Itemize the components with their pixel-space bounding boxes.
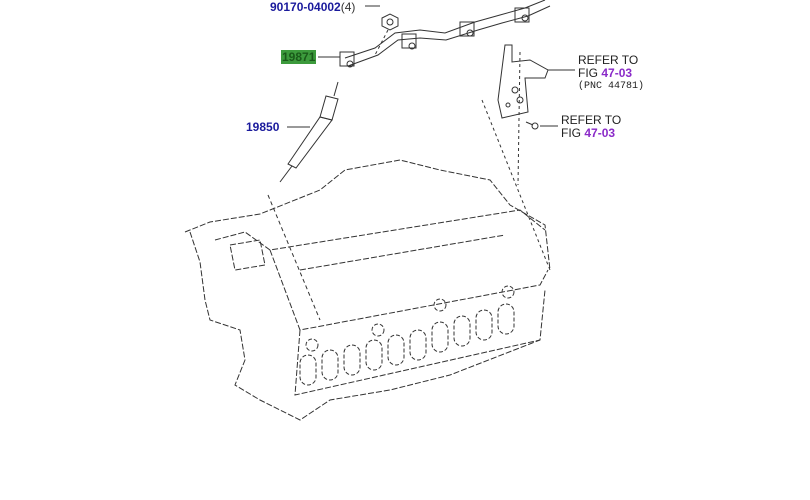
- part-link-19871[interactable]: 19871: [281, 50, 317, 64]
- part-number-highlighted[interactable]: 19871: [281, 50, 317, 64]
- reference-label-2: REFER TO FIG 47-03: [561, 114, 621, 140]
- glow-plug-icon: [279, 81, 339, 183]
- part-quantity: (4): [340, 0, 356, 14]
- part-number[interactable]: 90170-04002: [270, 0, 341, 14]
- part-link-19850[interactable]: 19850: [246, 120, 279, 134]
- part-number[interactable]: 19850: [246, 120, 280, 134]
- reference-fig-prefix: FIG: [561, 126, 581, 140]
- engine-block-icon: [184, 159, 551, 421]
- reference-text: REFER TO: [561, 113, 622, 127]
- reference-fig-prefix: FIG: [578, 66, 598, 80]
- reference-text: REFER TO: [578, 53, 639, 67]
- bracket-icon: [497, 44, 549, 130]
- part-link-90170-04002[interactable]: 90170-04002(4): [270, 0, 355, 14]
- nut-icon: [381, 13, 399, 31]
- glow-plug-connector-icon: [339, 0, 551, 68]
- pnc-text: (PNC 44781): [578, 81, 645, 92]
- fig-link[interactable]: 47-03: [601, 66, 633, 80]
- fig-link[interactable]: 47-03: [584, 126, 616, 140]
- reference-label-1: REFER TO FIG 47-03 (PNC 44781): [578, 54, 644, 93]
- cylinder-ports-icon: [299, 285, 515, 386]
